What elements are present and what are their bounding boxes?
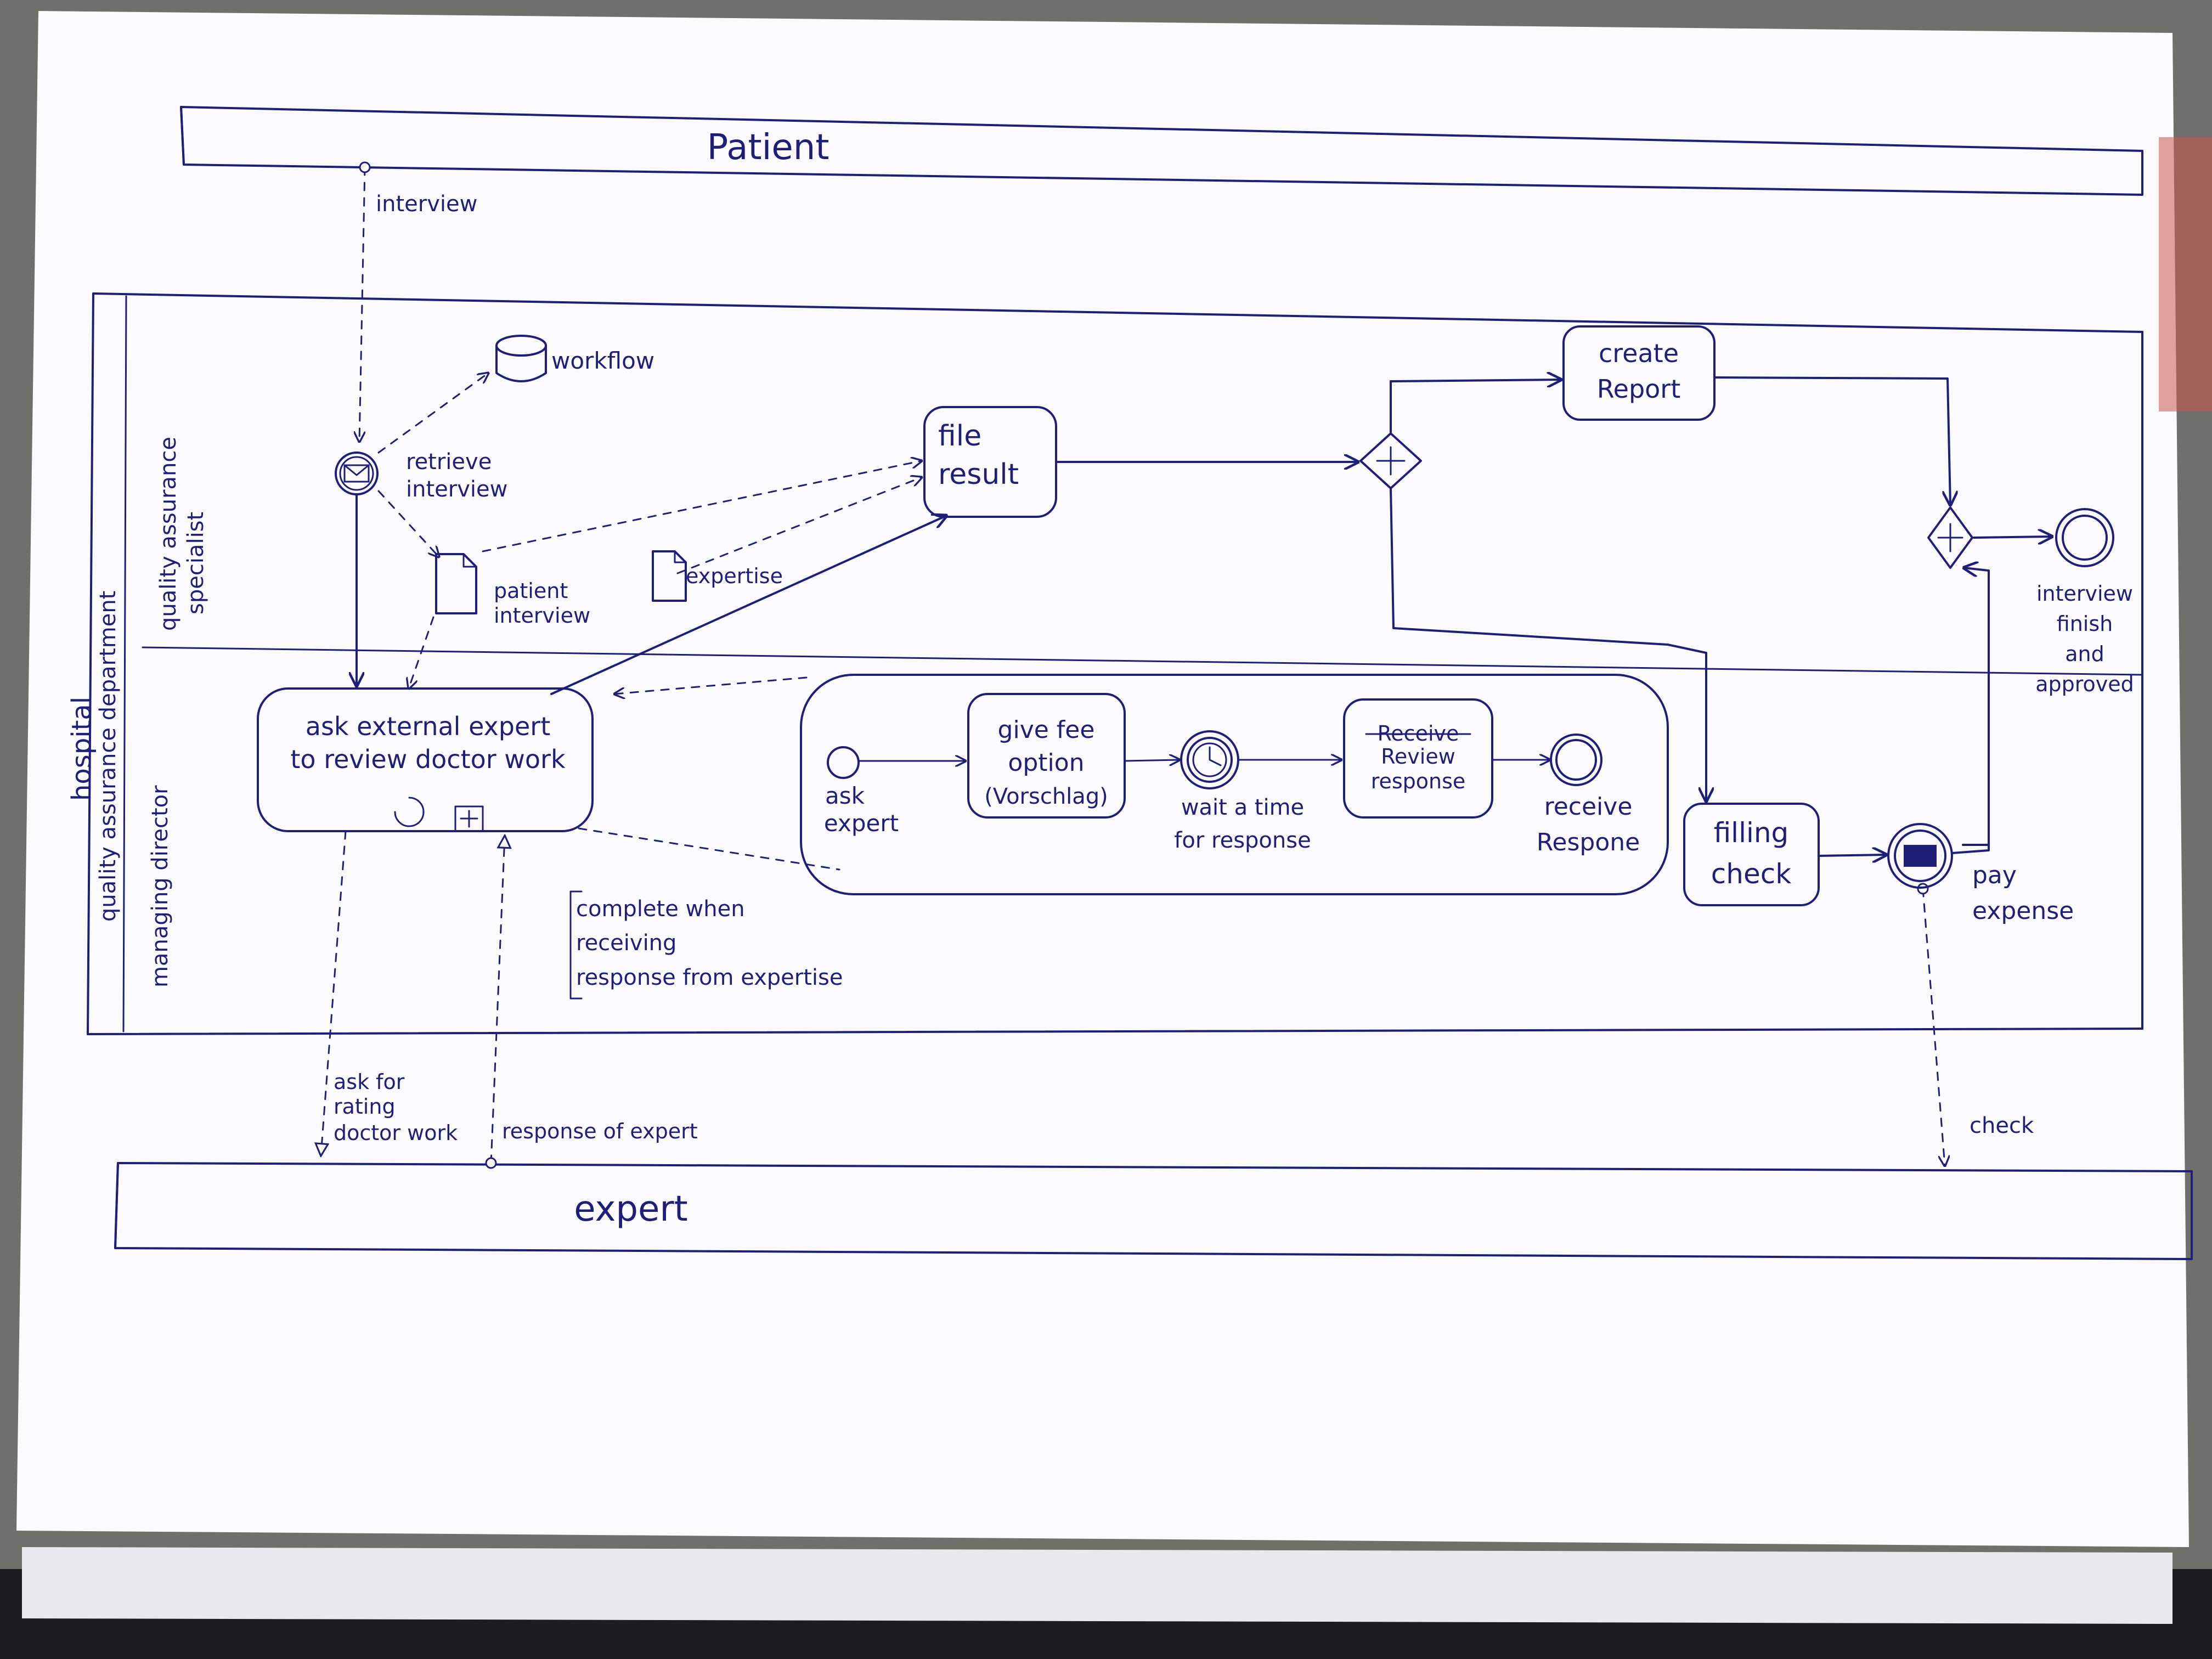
loop-marker-icon — [394, 797, 425, 827]
ask-external-expert-label-1: ask external expert — [306, 712, 550, 741]
filling-check-label-1: filling — [1714, 817, 1789, 849]
give-fee-label-2: option — [1008, 749, 1084, 777]
wait-label-2: for response — [1174, 828, 1311, 853]
interview-finish-end-event — [2055, 508, 2114, 567]
finish-label-4: approved — [2035, 672, 2134, 696]
receive-response-label-1: receive — [1544, 793, 1633, 821]
give-fee-option-task — [967, 693, 1126, 819]
retrieve-label-2: interview — [406, 477, 507, 502]
pay-expense-event — [1887, 823, 1953, 889]
patient-interview-label-2: interview — [494, 603, 590, 628]
review-label-2: response — [1371, 769, 1466, 793]
flow-join-to-end — [1973, 537, 2052, 538]
ask-external-expert-task — [257, 687, 594, 832]
receive-response-label-2: Respone — [1537, 828, 1640, 856]
assoc-patient-interview — [377, 490, 439, 557]
finish-label-3: and — [2065, 642, 2104, 666]
flow-fee-to-timer — [1124, 760, 1180, 761]
annotation-line-3: response from expertise — [576, 965, 843, 990]
create-report-label-1: create — [1599, 338, 1679, 368]
give-fee-label-3: (Vorschlag) — [984, 784, 1108, 809]
patient-interview-document-icon — [435, 553, 477, 614]
ask-expert-start-event — [827, 746, 860, 779]
file-result-label-2: result — [938, 458, 1019, 491]
hospital-label: hospital — [66, 697, 97, 801]
give-fee-label-1: give fee — [998, 716, 1095, 744]
qa-specialist-label-2: specialist — [183, 512, 208, 614]
ask-external-expert-label-2: to review doctor work — [290, 744, 566, 774]
assoc-annotation — [578, 827, 840, 871]
assoc-interview-ask — [409, 616, 435, 689]
hospital-pool — [87, 292, 2143, 1035]
assoc-subprocess-ask — [614, 676, 808, 694]
create-report-task — [1562, 325, 1716, 421]
pay-expense-label-1: pay — [1972, 861, 2017, 889]
patient-pool-label: Patient — [707, 127, 830, 168]
expert-pool-label: expert — [574, 1189, 688, 1229]
flow-report-to-join — [1713, 376, 1950, 505]
wait-label-1: wait a time — [1181, 795, 1304, 820]
envelope-icon — [1904, 845, 1937, 867]
ask-for-rating-1: ask for — [334, 1070, 405, 1094]
parallel-gateway-join — [1927, 506, 1973, 569]
ask-expert-label-1: ask — [825, 782, 865, 809]
flow-filling-to-pay — [1818, 855, 1886, 856]
qa-specialist-label-1: quality assurance — [156, 437, 181, 631]
expert-pool: expert — [114, 1162, 2193, 1260]
patient-pool: Patient — [180, 106, 2143, 196]
patient-interview-label-1: patient — [494, 579, 568, 603]
paper-under — [22, 1547, 2172, 1624]
finish-label-2: finish — [2057, 612, 2113, 636]
message-flow-ask-rating — [321, 830, 347, 1155]
expertise-label: expertise — [686, 564, 783, 588]
finish-label-1: interview — [2036, 582, 2133, 606]
expertise-document-icon — [652, 550, 687, 602]
subprocess-marker-icon — [454, 805, 484, 832]
annotation-line-2: receiving — [576, 930, 676, 956]
message-flow-interview — [359, 167, 365, 442]
managing-director-label: managing director — [148, 785, 173, 988]
qa-department-label: quality assurance department — [95, 591, 121, 922]
workflow-label: workflow — [551, 347, 654, 374]
response-of-expert-label: response of expert — [502, 1119, 698, 1143]
pencil-edge — [2159, 137, 2212, 411]
ask-for-rating-2: rating — [334, 1094, 396, 1119]
ask-expert-label-2: expert — [824, 810, 899, 837]
flow-ask-to-file — [550, 516, 946, 695]
file-result-label-1: file — [938, 420, 981, 453]
workflow-datastore-icon — [495, 335, 547, 382]
message-flow-check — [1923, 889, 1945, 1166]
filling-check-label-2: check — [1711, 858, 1791, 890]
create-report-label-2: Report — [1597, 374, 1681, 404]
clock-icon — [1192, 742, 1227, 777]
check-label: check — [1970, 1113, 2034, 1138]
paper-sheet — [16, 11, 2189, 1547]
filling-check-task — [1683, 803, 1820, 906]
flow-pay-to-join-trace — [1962, 569, 1990, 846]
pay-expense-label-2: expense — [1972, 897, 2074, 925]
ask-for-rating-3: doctor work — [334, 1121, 458, 1145]
annotation-bracket — [569, 890, 583, 1000]
interview-label: interview — [376, 191, 477, 217]
retrieve-label-1: retrieve — [406, 449, 492, 475]
assoc-workflow — [377, 373, 488, 454]
message-flow-response-expert — [491, 837, 505, 1163]
timer-event — [1180, 730, 1239, 789]
annotation-line-1: complete when — [576, 896, 745, 922]
flow-gateway-to-filling — [1390, 487, 1706, 801]
expanded-subprocess — [800, 674, 1669, 895]
assoc-expertise-file — [676, 477, 922, 574]
flow-gateway-to-report — [1390, 380, 1561, 435]
review-label-1: Review — [1381, 744, 1455, 769]
assoc-patient-interview-file — [482, 461, 922, 552]
review-response-task — [1343, 698, 1493, 819]
